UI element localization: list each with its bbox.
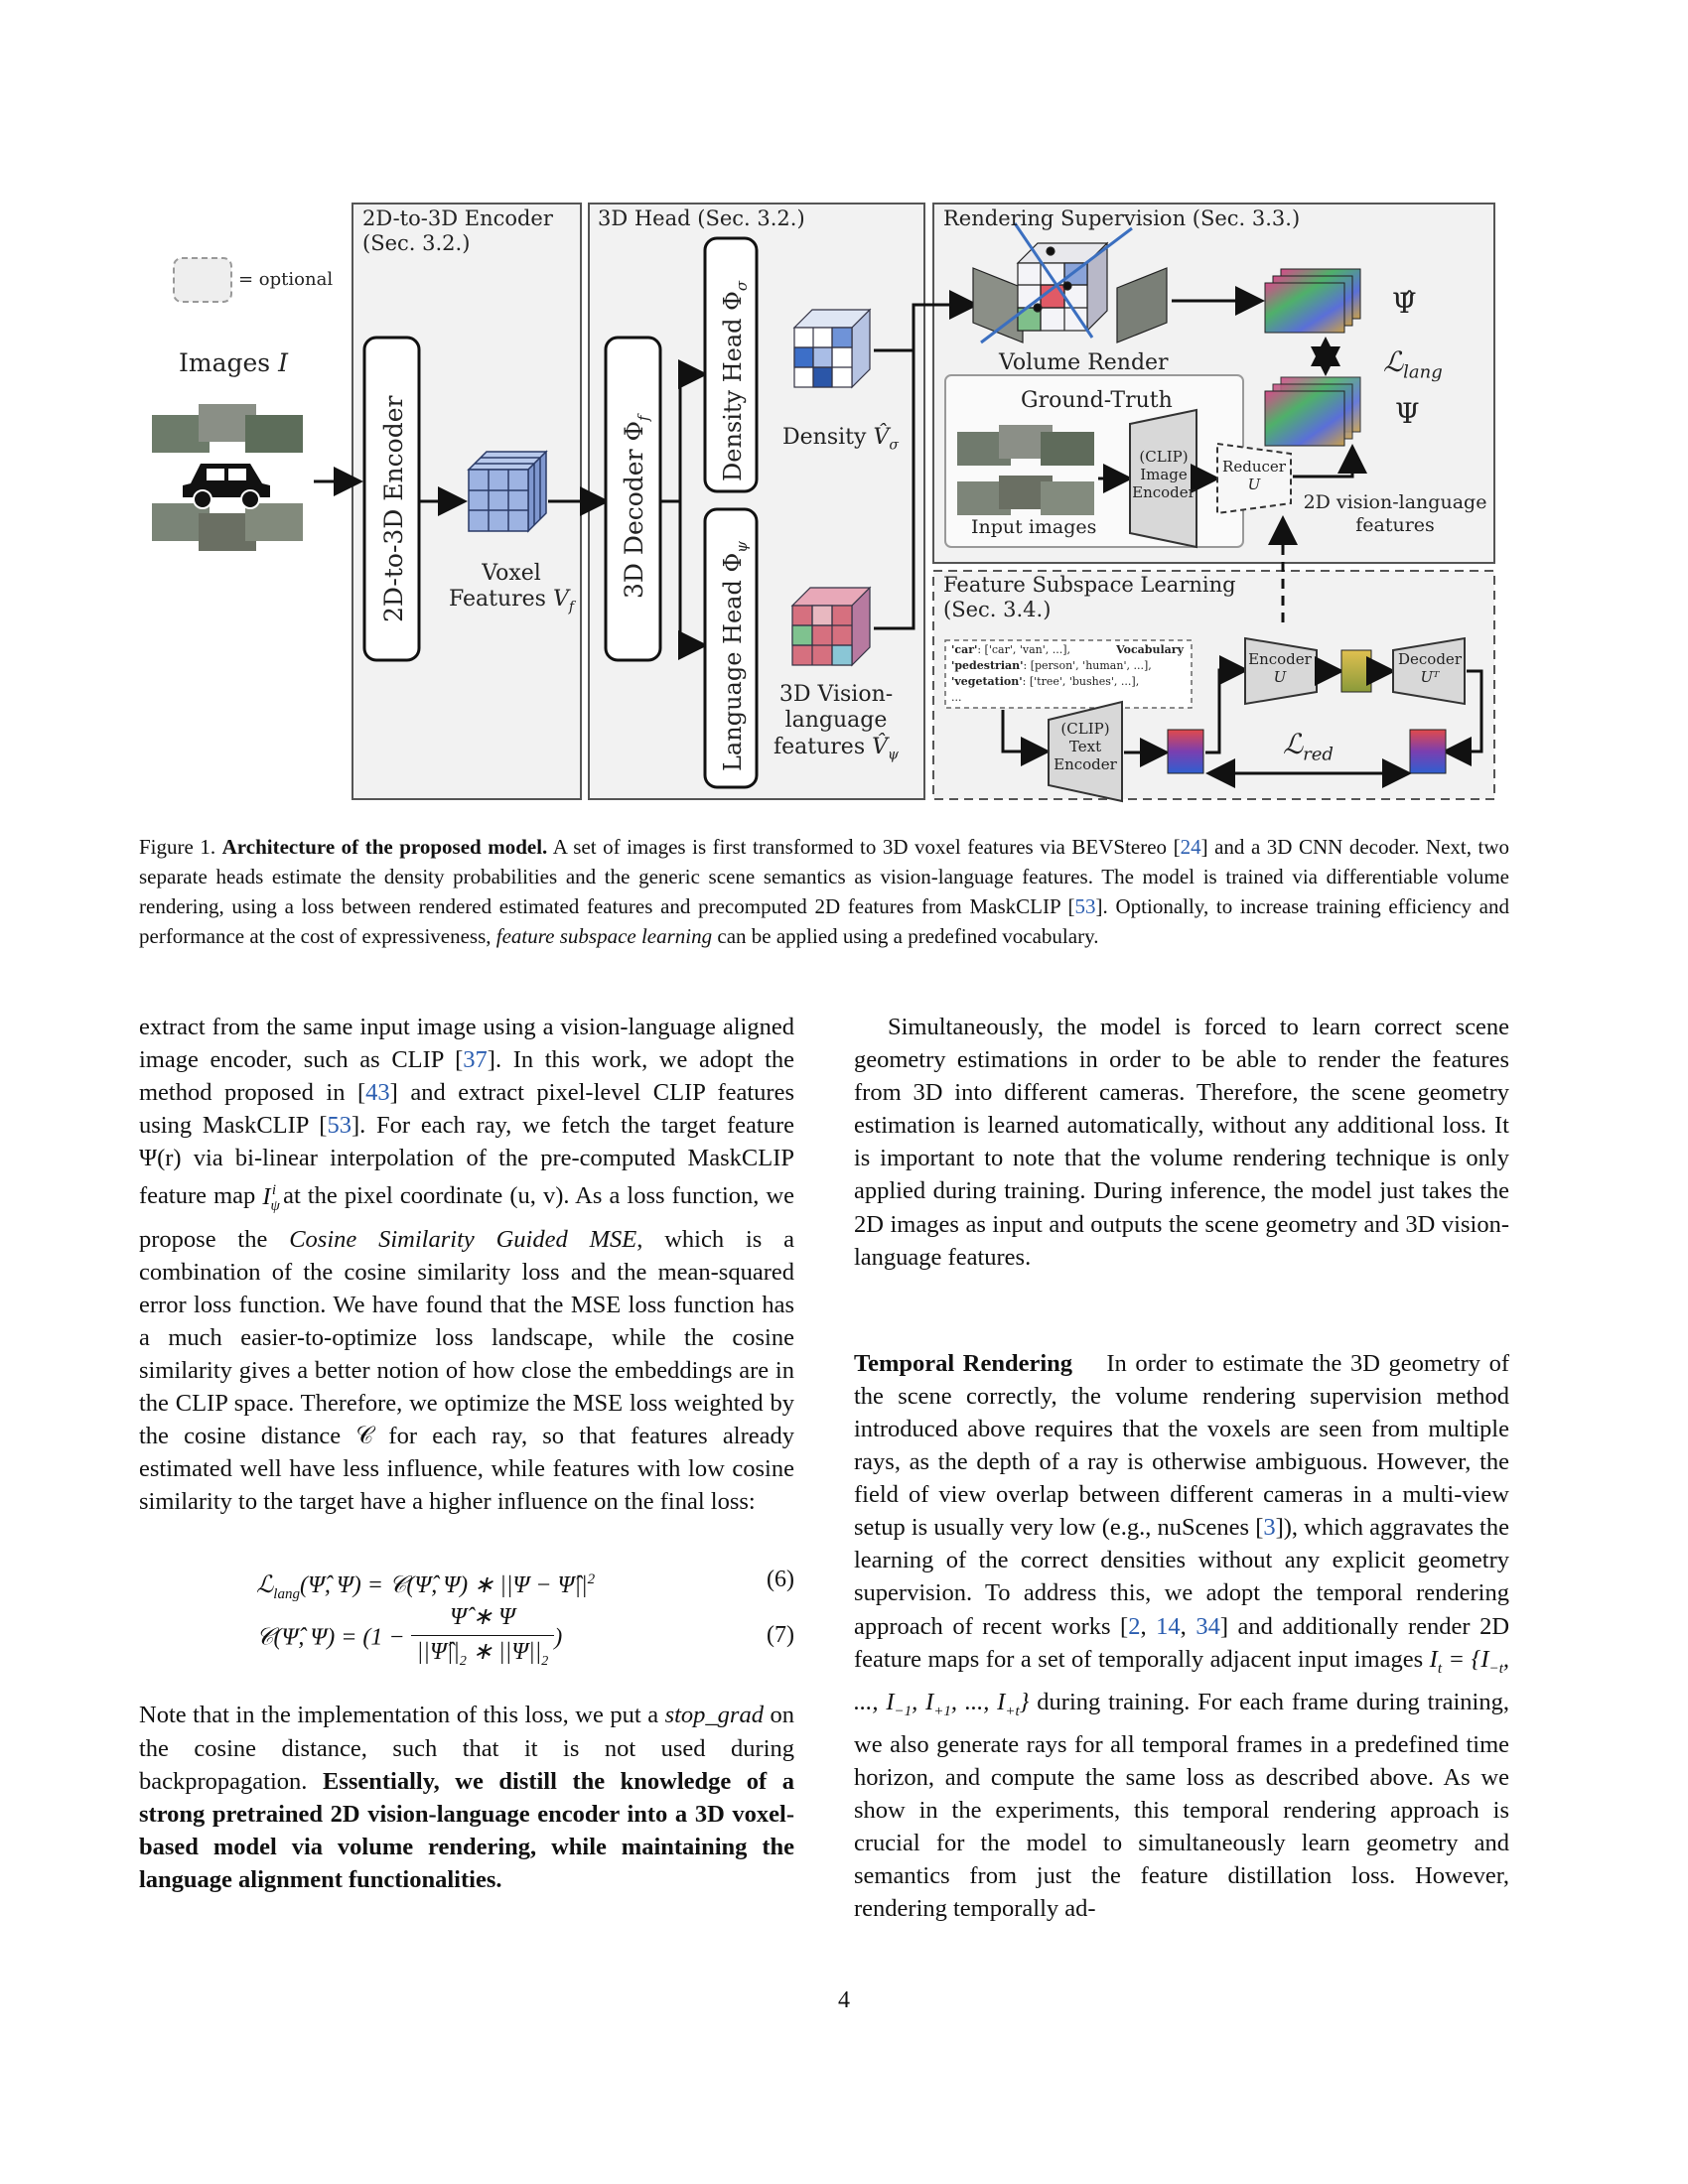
clip-image-encoder-label: (CLIP) Image Encoder — [1132, 448, 1196, 501]
vision-language-label: 3D Vision- language features V̂ψ — [774, 682, 899, 763]
car-icon — [183, 464, 270, 509]
psi-maps — [1264, 376, 1361, 447]
density-head-label: Density Head Φσ — [719, 280, 751, 481]
citation-link[interactable]: 43 — [365, 1079, 390, 1107]
left-column: extract from the same input image using … — [139, 1011, 794, 1896]
language-head-block — [703, 507, 759, 789]
vocab-line: ... — [951, 690, 962, 704]
density-cube — [792, 308, 872, 389]
equation-6: ℒlang(Ψ̂, Ψ) = 𝒞(Ψ̂, Ψ) ∗ ||Ψ − Ψ̂||2 (6… — [256, 1567, 794, 1603]
gt-input-thumbnails — [957, 425, 1094, 515]
input-image-thumbnails — [152, 404, 303, 551]
citation-link[interactable]: 2 — [1128, 1612, 1141, 1640]
latent-bar — [1340, 649, 1372, 693]
reducer-shape — [1216, 442, 1292, 515]
voxel-label: Voxel Features Vf — [448, 561, 575, 615]
citation-link[interactable]: 3 — [1263, 1514, 1276, 1542]
paragraph: Temporal Rendering In order to estimate … — [854, 1349, 1510, 1923]
psi-hat-maps — [1264, 268, 1361, 334]
psi-hat-label: Ψ̂ — [1392, 287, 1417, 320]
clip-text-encoder-label: (CLIP) Text Encoder — [1054, 720, 1117, 773]
equation-7: 𝒞(Ψ̂, Ψ) = (1 − Ψ̂ ∗ Ψ||Ψ̂||2 ∗ ||Ψ||2) … — [139, 1601, 794, 1677]
head-panel-title: 3D Head (Sec. 3.2.) — [598, 206, 805, 230]
loss-lang-label: ℒlang — [1383, 345, 1443, 383]
section-heading: Temporal Rendering — [854, 1349, 1073, 1377]
text-embedding-bar — [1167, 729, 1204, 774]
ground-truth-label: Ground-Truth — [1021, 388, 1173, 413]
encoder-block — [362, 336, 421, 662]
volume-render-cube — [972, 222, 1168, 344]
vl2d-label: 2D vision-language features — [1303, 491, 1487, 536]
vocab-line: 'vegetation': ['tree', 'bushes', ...], — [951, 674, 1140, 688]
decoder-block-label: 3D Decoder Φf — [620, 415, 652, 599]
images-label: Images I — [179, 348, 288, 377]
clip-image-encoder-shape — [1129, 408, 1197, 549]
encoder-u-shape — [1244, 636, 1318, 706]
psi-label: Ψ — [1395, 397, 1420, 430]
decoder-ut-label: Decoder Uᵀ — [1398, 650, 1462, 686]
language-head-label: Language Head Φψ — [719, 541, 751, 771]
vocabulary-text: Vocabulary 'car': ['car', 'van', ...], '… — [951, 642, 1188, 706]
density-label: Density V̂σ — [782, 425, 899, 454]
optional-legend-box — [173, 257, 232, 303]
inline-math: Iψi — [262, 1182, 280, 1214]
citation-link[interactable]: 53 — [1074, 894, 1096, 918]
paragraph: Note that in the implementation of this … — [139, 1702, 795, 1893]
vocabulary-title: Vocabulary — [1116, 643, 1184, 656]
legend-optional-label: = optional — [238, 269, 334, 290]
citation-link[interactable]: 53 — [327, 1112, 352, 1140]
decoder-block — [604, 336, 662, 662]
vocab-line: 'car': ['car', 'van', ...], — [951, 643, 1071, 656]
volume-render-label: Volume Render — [999, 350, 1169, 375]
citation-link[interactable]: 34 — [1196, 1612, 1220, 1640]
encoder-u-label: Encoder U — [1248, 650, 1312, 686]
architecture-diagram — [152, 203, 1495, 803]
citation-link[interactable]: 37 — [463, 1046, 488, 1074]
render-panel-title: Rendering Supervision (Sec. 3.3.) — [943, 206, 1301, 230]
decoder-ut-shape — [1392, 636, 1466, 706]
encoder-block-label: 2D-to-3D Encoder — [379, 395, 408, 622]
encoder-panel-title: 2D-to-3D Encoder (Sec. 3.2.) — [362, 206, 553, 256]
page-number: 4 — [838, 1987, 850, 2013]
vision-language-cube — [790, 586, 872, 667]
voxel-cube — [467, 450, 548, 533]
figure-caption: Figure 1. Architecture of the proposed m… — [139, 835, 1510, 948]
paragraph: extract from the same input image using … — [139, 1014, 795, 1516]
loss-red-label: ℒred — [1283, 728, 1334, 765]
clip-text-encoder-shape — [1048, 700, 1123, 803]
reducer-label: Reducer U — [1222, 458, 1286, 493]
density-head-block — [703, 236, 759, 493]
reconstructed-bar — [1409, 729, 1447, 774]
citation-link[interactable]: 14 — [1156, 1612, 1181, 1640]
input-images-label: Input images — [971, 516, 1097, 538]
vocabulary-box — [944, 639, 1193, 709]
right-column: Simultaneously, the model is forced to l… — [854, 1011, 1509, 1925]
architecture-figure: = optional Images I 2D-to-3D Encoder (Se… — [139, 194, 1509, 814]
paragraph: Simultaneously, the model is forced to l… — [854, 1014, 1509, 1271]
inline-math: It = {I−t, ..., I−1, I+1, ..., I+t} — [854, 1645, 1509, 1719]
vocab-line: 'pedestrian': [person', 'human', ...], — [951, 658, 1152, 672]
subspace-panel-title: Feature Subspace Learning (Sec. 3.4.) — [943, 573, 1236, 622]
citation-link[interactable]: 24 — [1180, 835, 1201, 859]
